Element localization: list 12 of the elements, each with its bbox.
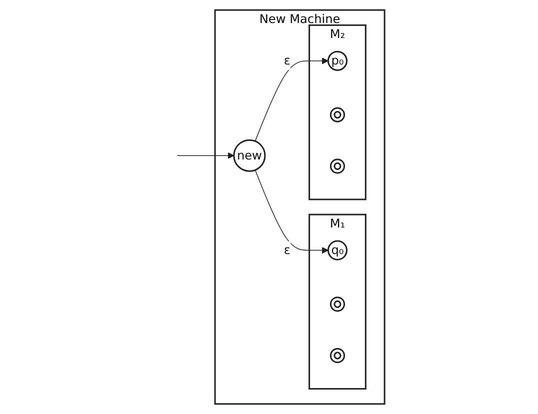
node-circle [330,107,346,122]
node-circle [330,296,346,312]
arrow [255,170,329,254]
arrow [255,58,329,142]
node-circle [330,348,346,364]
node-circle: q₀ [328,240,348,260]
edge-label: ε [284,242,291,258]
edge-label: ε [284,53,291,68]
node-circle: p₀ [328,50,348,71]
node-circle: new [233,139,266,172]
node-circle [330,158,346,174]
arrow [177,152,234,159]
